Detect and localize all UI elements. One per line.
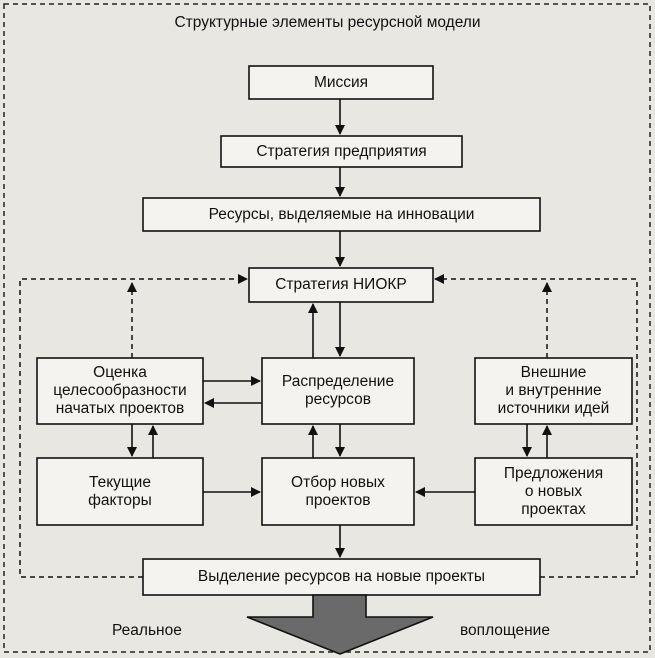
label-enterprise-strategy: Стратегия предприятия [256,142,427,160]
label-idea-sources: Внешние и внутренние источники идей [497,364,610,417]
label-real: Реальное [112,622,182,639]
box-project-evaluation [36,357,204,425]
label-rnd-strategy: Стратегия НИОКР [275,276,407,293]
label-project-evaluation: Оценка целесообразности начатых проектов [53,364,187,417]
box-mission [248,65,434,100]
label-innovation-resources: Ресурсы, выделяемые на инновации [208,205,475,223]
dashed-left-loop [19,274,248,578]
diagram-title: Структурные элементы ресурсной модели [174,14,481,31]
box-current-factors [36,457,204,526]
box-new-project-selection [261,457,415,526]
implementation-arrow-icon [246,594,434,655]
label-mission: Миссия [313,73,369,91]
outer-dashed-frame [3,3,651,653]
box-innovation-resources [142,197,541,232]
label-current-factors: Текущие факторы [88,473,152,509]
label-implementation: воплощение [460,622,550,639]
label-new-project-selection: Отбор новых проектов [291,473,385,509]
label-new-project-proposals: Предложения о новых проектах [503,464,604,518]
box-idea-sources [474,357,633,425]
box-new-project-proposals [474,457,633,526]
box-rnd-strategy [248,267,434,303]
dashed-right-loop [434,274,638,578]
label-resource-distribution: Распределение ресурсов [281,373,395,408]
box-enterprise-strategy [220,135,463,168]
label-resource-allocation: Выделение ресурсов на новые проекты [197,568,486,585]
box-resource-distribution [261,357,415,425]
